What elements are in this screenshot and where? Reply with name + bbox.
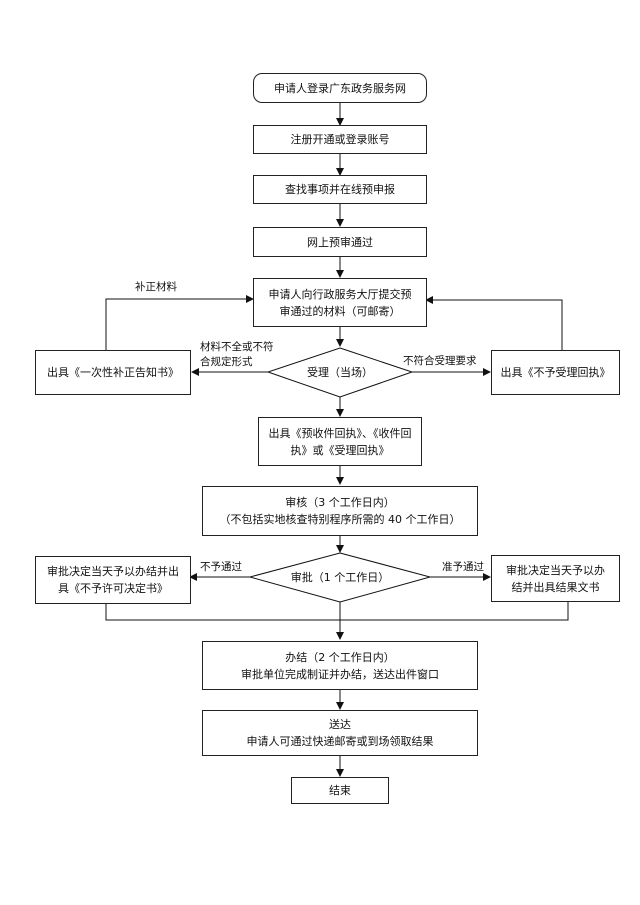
- node-register: 注册开通或登录账号: [253, 125, 427, 154]
- node-search: 查找事项并在线预申报: [253, 175, 427, 204]
- node-search-text: 查找事项并在线预申报: [285, 183, 395, 196]
- approve-diamond: [248, 552, 432, 603]
- node-deny-decision: 审批决定当天予以办结并出 具《不予许可决定书》: [35, 556, 191, 604]
- node-deny-decision-line2: 具《不予许可决定书》: [58, 582, 168, 595]
- node-accept-text: 受理（当场）: [307, 366, 373, 379]
- label-incomplete-line1: 材料不全或不符: [200, 341, 274, 353]
- label-deny: 不予通过: [200, 561, 242, 573]
- node-receipt-line2: 执》或《受理回执》: [290, 443, 390, 457]
- node-end: 结束: [291, 777, 389, 804]
- node-submit-line1: 申请人向行政服务大厅提交预: [268, 287, 412, 301]
- node-deliver: 送达 申请人可通过快递邮寄或到场领取结果: [202, 710, 478, 756]
- node-complete-line1: 办结（2 个工作日内）: [285, 650, 395, 664]
- node-review: 审核（3 个工作日内） （不包括实地核查特别程序所需的 40 个工作日）: [202, 486, 478, 536]
- node-review-line1: 审核（3 个工作日内）: [285, 496, 395, 509]
- node-reject-receipt: 出具《不予受理回执》: [491, 350, 620, 395]
- line-grant-merge: [340, 602, 569, 621]
- label-incomplete: 材料不全或不符 合规定形式: [200, 340, 274, 370]
- node-receipt: 出具《预收件回执》、《收件回 执》或《受理回执》: [258, 417, 422, 466]
- node-deliver-line1: 送达: [329, 718, 351, 731]
- node-grant-decision-line1: 审批决定当天予以办: [506, 563, 605, 577]
- node-receipt-line1: 出具《预收件回执》、《收件回: [268, 426, 412, 440]
- node-grant-decision: 审批决定当天予以办 结并出具结果文书: [491, 555, 620, 602]
- node-complete-line2: 审批单位完成制证并办结，送达出件窗口: [241, 667, 439, 681]
- node-submit-line2: 审通过的材料（可邮寄）: [279, 304, 401, 318]
- node-complete: 办结（2 个工作日内） 审批单位完成制证并办结，送达出件窗口: [202, 641, 478, 690]
- label-supplement: 补正材料: [135, 281, 177, 293]
- label-incomplete-line2: 合规定形式: [200, 356, 253, 368]
- node-notice-once-text: 出具《一次性补正告知书》: [47, 366, 179, 379]
- node-notice-once: 出具《一次性补正告知书》: [35, 350, 191, 395]
- node-deny-decision-line1: 审批决定当天予以办结并出: [47, 565, 179, 578]
- node-review-line2: （不包括实地核查特别程序所需的 40 个工作日）: [219, 513, 461, 526]
- node-grant-decision-line2: 结并出具结果文书: [511, 580, 600, 594]
- node-register-text: 注册开通或登录账号: [290, 133, 390, 146]
- node-start: 申请人登录广东政务服务网: [253, 73, 427, 103]
- node-start-text: 申请人登录广东政务服务网: [274, 81, 406, 95]
- accept-diamond: [266, 347, 414, 398]
- node-end-text: 结束: [329, 784, 351, 797]
- label-grant: 准予通过: [442, 561, 484, 573]
- node-precheck-text: 网上预审通过: [307, 235, 373, 249]
- node-approve-text: 审批（1 个工作日）: [290, 571, 390, 584]
- node-precheck: 网上预审通过: [253, 227, 427, 257]
- label-not-conform: 不符合受理要求: [403, 355, 477, 367]
- node-reject-receipt-text: 出具《不予受理回执》: [500, 366, 611, 379]
- line-deny-merge: [105, 604, 340, 621]
- arrow-supplement-loop: [105, 295, 254, 350]
- node-deliver-line2: 申请人可通过快递邮寄或到场领取结果: [246, 735, 434, 748]
- arrow-reject-loop: [425, 296, 563, 350]
- node-submit: 申请人向行政服务大厅提交预 审通过的材料（可邮寄）: [253, 278, 427, 327]
